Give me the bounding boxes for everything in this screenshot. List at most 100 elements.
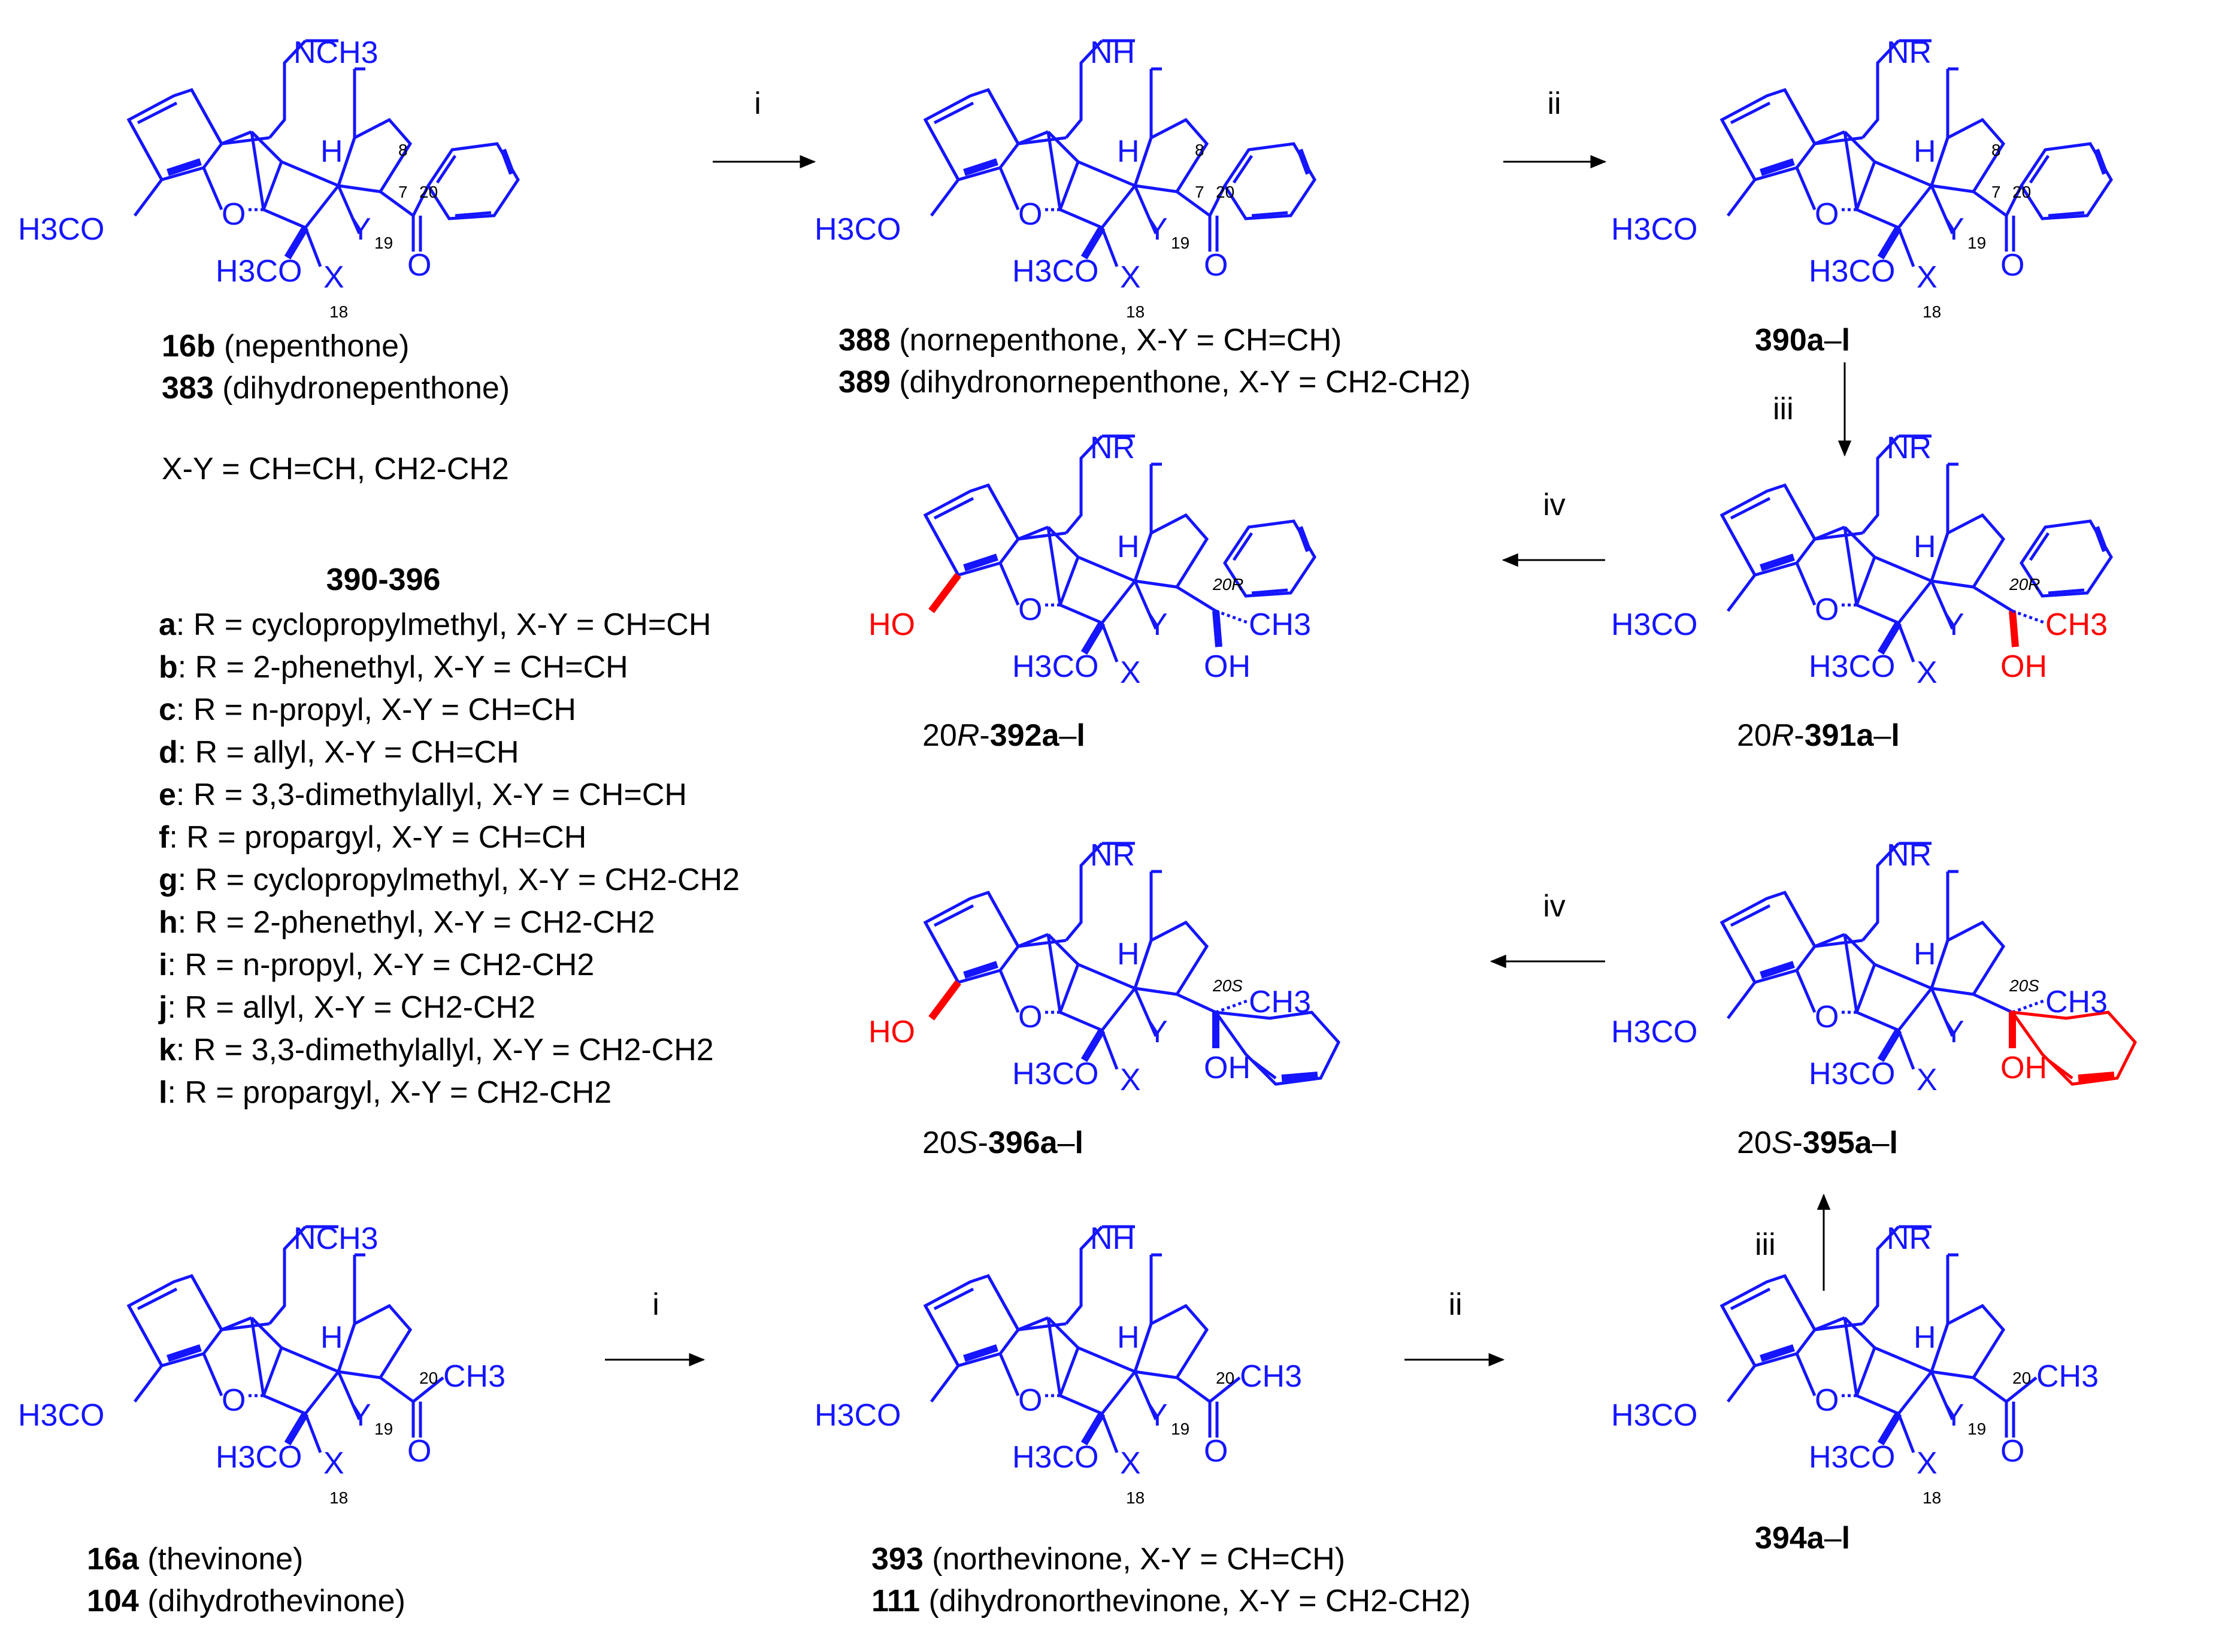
svg-text:O: O [1815,197,1839,232]
svg-text:iv: iv [1543,488,1566,522]
svg-text:H: H [1117,134,1140,169]
svg-text:O: O [1204,248,1228,283]
svg-text:20R-391a–l: 20R-391a–l [1737,718,1900,753]
arrow-step-i-bottom: i [605,1287,706,1367]
series-item-c: c: R = n-propyl, X-Y = CH=CH [159,692,576,727]
series-item-letter: e [159,777,176,812]
svg-text:H: H [1117,530,1140,564]
series-item-b: b: R = 2-phenethyl, X-Y = CH=CH [159,650,628,685]
structure-394: NR H H3CO O H3CO Y X O CH3 20 19 18 [1611,1221,2099,1507]
caption-388-389: 388 (nornepenthone, X-Y = CH=CH) 389 (di… [838,323,1471,400]
atom-label-o-ketone: O [407,248,431,283]
svg-text:18: 18 [329,1488,348,1507]
svg-text:O: O [222,1383,246,1418]
svg-text:OH: OH [2000,1051,2047,1085]
svg-text:383 (dihydronepenthone): 383 (dihydronepenthone) [162,371,510,406]
svg-text:20S-395a–l: 20S-395a–l [1737,1125,1898,1160]
svg-text:7: 7 [1195,183,1204,201]
svg-text:NH: NH [1090,35,1135,70]
arrow-step-iii-up: iii [1755,1193,1831,1291]
svg-text:18: 18 [1126,1488,1145,1507]
svg-text:390a–l: 390a–l [1755,323,1850,358]
svg-text:20S: 20S [2009,976,2039,995]
atom-label-h3co-2: H3CO [216,254,302,289]
series-item-text: : R = cyclopropylmethyl, X-Y = CH2-CH2 [178,863,740,897]
svg-text:H3CO: H3CO [1809,254,1895,289]
caption-391: 20R-391a–l [1737,718,1900,753]
svg-text:H: H [1914,1320,1936,1355]
svg-text:8: 8 [1991,141,2001,159]
series-item-text: : R = propargyl, X-Y = CH2-CH2 [167,1075,611,1110]
svg-text:ii: ii [1547,86,1561,121]
svg-text:H3CO: H3CO [1611,1015,1697,1049]
series-item-l: l: R = propargyl, X-Y = CH2-CH2 [159,1075,611,1110]
series-item-letter: a [159,607,177,642]
locant-8: 8 [398,141,408,159]
svg-text:20R-392a–l: 20R-392a–l [922,718,1085,753]
caption-16b-383: 16b (nepenthone) 383 (dihydronepenthone)… [162,329,510,486]
svg-text:7: 7 [1991,183,2001,201]
svg-text:NR: NR [1887,431,1932,465]
series-item-d: d: R = allyl, X-Y = CH=CH [159,735,519,770]
svg-text:O: O [1204,1434,1228,1469]
svg-text:20S: 20S [1212,976,1243,995]
svg-text:NR: NR [1887,35,1932,70]
svg-text:X: X [1120,260,1141,295]
svg-text:ii: ii [1448,1287,1462,1322]
series-item-letter: d [159,735,178,770]
series-item-letter: h [159,905,178,940]
svg-text:Y: Y [1147,1015,1168,1049]
svg-text:394a–l: 394a–l [1755,1521,1850,1556]
svg-text:X: X [1917,260,1938,295]
series-item-letter: f [159,820,169,855]
svg-text:H: H [1117,1320,1140,1355]
svg-text:CH3: CH3 [2045,607,2108,642]
svg-text:O: O [1815,1000,1839,1034]
svg-text:OH: OH [2000,649,2047,684]
svg-text:20R: 20R [2009,575,2040,594]
atom-label-o: O [222,197,246,232]
svg-text:H: H [320,1320,343,1355]
svg-text:O: O [2000,1434,2024,1469]
svg-text:H3CO: H3CO [1611,212,1697,247]
svg-text:iii: iii [1773,392,1794,426]
series-item-text: : R = allyl, X-Y = CH2-CH2 [167,990,535,1025]
svg-text:HO: HO [868,1015,915,1049]
series-item-text: : R = n-propyl, X-Y = CH2-CH2 [167,948,594,982]
svg-text:OH: OH [1204,649,1251,684]
svg-text:Y: Y [1147,212,1168,247]
svg-text:X: X [1120,1063,1141,1097]
caption-396: 20S-396a–l [922,1125,1083,1160]
caption-390: 390a–l [1755,323,1850,358]
svg-text:H: H [1914,134,1936,169]
series-item-text: : R = n-propyl, X-Y = CH=CH [176,692,576,727]
svg-text:i: i [652,1287,659,1322]
svg-text:20: 20 [419,1369,438,1387]
svg-text:18: 18 [1923,302,1941,321]
svg-text:18: 18 [1923,1488,1941,1507]
svg-text:X: X [1120,1446,1141,1481]
svg-text:CH3: CH3 [2045,985,2108,1019]
arrow-step-iv-lower: iv [1490,889,1605,969]
locant-20: 20 [419,183,438,201]
svg-text:20: 20 [1216,183,1234,201]
series-heading: 390-396 [326,562,441,597]
svg-text:NR: NR [1887,838,1932,873]
svg-text:NR: NR [1090,431,1135,465]
svg-text:20R: 20R [1212,575,1243,594]
svg-text:Y: Y [1147,607,1168,642]
series-item-text: : R = allyl, X-Y = CH=CH [178,735,519,770]
series-item-letter: c [159,692,176,727]
locant-18: 18 [329,302,348,321]
arrow-step-iii-down: iii [1773,362,1852,457]
svg-text:HO: HO [868,607,915,642]
svg-text:H3CO: H3CO [815,1398,901,1433]
svg-text:Y: Y [350,1398,371,1433]
svg-text:Y: Y [1944,607,1964,642]
svg-text:20: 20 [2012,1369,2031,1387]
svg-text:388 (nornepenthone, X-Y = CH=C: 388 (nornepenthone, X-Y = CH=CH) [838,323,1342,358]
svg-text:OH: OH [1204,1051,1251,1085]
svg-text:NR: NR [1090,838,1135,873]
arrow-step-iv-upper: iv [1501,488,1605,567]
svg-text:H3CO: H3CO [1012,1440,1098,1475]
